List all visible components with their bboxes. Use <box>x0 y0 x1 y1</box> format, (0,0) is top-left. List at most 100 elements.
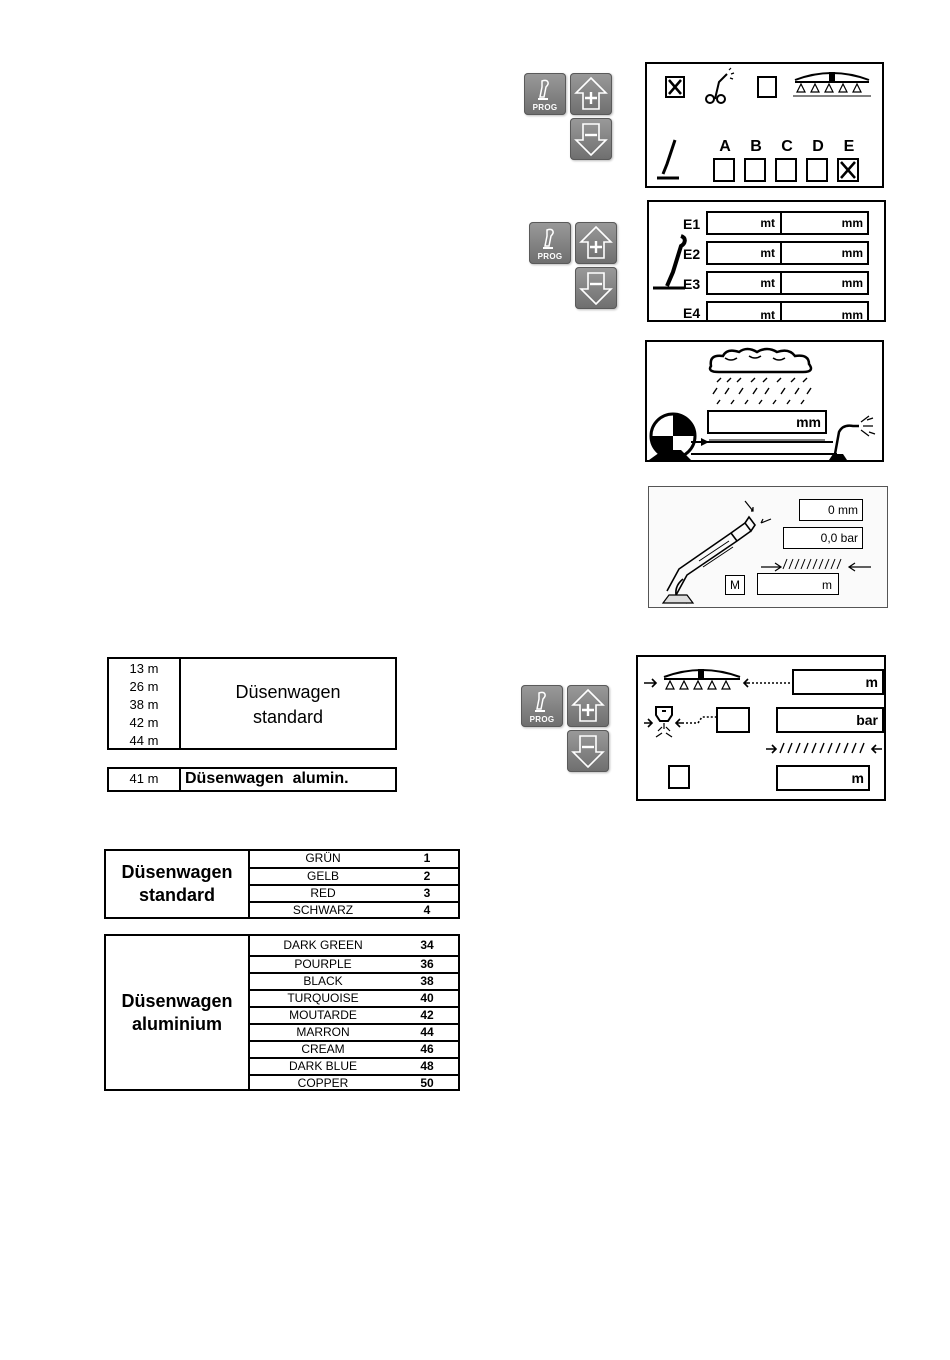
unit-mm: mm <box>796 414 821 430</box>
up-plus-button[interactable] <box>567 685 609 727</box>
nozzle-value-field[interactable]: 0 mm <box>799 499 863 521</box>
mode-button[interactable]: M <box>725 575 745 595</box>
rain-value-field[interactable]: mm <box>707 410 827 434</box>
prog-button[interactable]: PROG <box>521 685 563 727</box>
length-44: 44 m <box>129 733 159 748</box>
table-row: GELB 2 <box>250 869 458 886</box>
gun-icon <box>538 79 549 100</box>
width-value-field[interactable]: m <box>757 573 839 595</box>
length-38: 38 m <box>129 697 159 712</box>
color-name: GRÜN <box>305 851 341 865</box>
up-plus-button[interactable] <box>575 222 617 264</box>
spray-width-icon <box>766 742 882 754</box>
pressure-field[interactable]: bar <box>776 707 884 733</box>
screen-rain-hose: mm <box>645 340 884 462</box>
unit-mm: mm <box>841 246 863 260</box>
section-letter-e: E <box>843 138 855 155</box>
screen-nozzle-settings: 0 mm 0,0 bar M m <box>648 486 888 608</box>
gun-icon <box>535 691 546 712</box>
section-letter-a: A <box>719 138 731 155</box>
color-name: GELB <box>306 869 339 883</box>
color-code: 40 <box>420 991 434 1005</box>
plus-arrow-up-icon <box>579 225 613 259</box>
pressure-unit: bar <box>856 712 878 728</box>
boom-alu-table: 41 m Düsenwagen alumin. <box>107 767 397 792</box>
color-code: 38 <box>420 974 434 988</box>
down-minus-button[interactable] <box>575 267 617 309</box>
table-row: RED 3 <box>250 886 458 903</box>
table-row: COPPER 50 <box>250 1076 458 1091</box>
nozzle-count-field[interactable] <box>716 707 750 733</box>
pressure-value: 0,0 bar <box>820 531 858 545</box>
boom-width-icon <box>644 669 792 690</box>
row-field-e1[interactable]: mt mm <box>706 211 869 235</box>
color-name: MOUTARDE <box>289 1008 357 1022</box>
pressure-value-field[interactable]: 0,0 bar <box>783 527 863 549</box>
row-field-e3[interactable]: mt mm <box>706 271 869 295</box>
unit-mm: mm <box>841 308 863 322</box>
table-row: POURPLE 36 <box>250 957 458 974</box>
hose-reel-to-nozzle-icon <box>649 412 876 460</box>
color-name: DARK GREEN <box>283 938 363 952</box>
boom-type-name-line2: standard <box>252 707 324 727</box>
table-row: CREAM 46 <box>250 1042 458 1059</box>
boom-width-unit: m <box>865 674 878 690</box>
color-code: 2 <box>423 869 431 883</box>
cross-icon <box>840 161 856 179</box>
color-name: CREAM <box>301 1042 345 1056</box>
prog-button[interactable]: PROG <box>529 222 571 264</box>
aluminium-name-line1: Düsenwagen <box>121 991 233 1011</box>
section-box-d[interactable] <box>806 158 828 182</box>
row-field-e4[interactable]: mt mm <box>706 301 869 322</box>
checkbox-empty[interactable] <box>757 76 777 98</box>
row-label-e2: E2 <box>683 246 701 262</box>
spray-gun-diagram-icon <box>661 500 772 604</box>
rain-cloud-icon <box>708 347 813 405</box>
down-minus-button[interactable] <box>567 730 609 772</box>
section-box-c[interactable] <box>775 158 797 182</box>
checkbox-empty[interactable] <box>668 765 690 789</box>
prog-button[interactable]: PROG <box>524 73 566 115</box>
prog-label: PROG <box>537 252 563 261</box>
color-code: 3 <box>423 886 431 900</box>
color-code: 44 <box>420 1025 434 1039</box>
checkbox-checked[interactable] <box>665 76 685 98</box>
unit-mt: mt <box>760 246 775 260</box>
plus-arrow-up-icon <box>574 76 608 110</box>
boom-sprayer-icon <box>793 72 871 97</box>
table-row: DARK BLUE 48 <box>250 1059 458 1076</box>
up-plus-button[interactable] <box>570 73 612 115</box>
section-letter-b: B <box>750 138 762 155</box>
screen-boom-pressure: m bar m <box>636 655 886 801</box>
section-box-a[interactable] <box>713 158 735 182</box>
color-code: 50 <box>420 1076 434 1090</box>
screen-boom-sections: A B C D E <box>645 62 884 188</box>
section-box-b[interactable] <box>744 158 766 182</box>
spray-width-field[interactable]: m <box>776 765 870 791</box>
row-field-e2[interactable]: mt mm <box>706 241 869 265</box>
alu-length: 41 m <box>129 771 159 786</box>
color-table-aluminium: Düsenwagen aluminium DARK GREEN 34 POURP… <box>104 934 460 1091</box>
section-box-e[interactable] <box>837 158 859 182</box>
boom-type-name-line1: Düsenwagen <box>235 682 341 702</box>
spray-width-icon <box>761 558 871 572</box>
section-letter-c: C <box>781 138 793 155</box>
screen-hose-lengths: E1 mt mm E2 mt mm E3 mt mm E4 mt mm <box>647 200 886 322</box>
plus-arrow-up-icon <box>571 688 605 722</box>
color-name: SCHWARZ <box>292 903 354 917</box>
prog-label: PROG <box>532 103 558 112</box>
minus-arrow-down-icon <box>579 272 613 306</box>
boom-length-table: 13 m 26 m 38 m 42 m 44 m Düsenwagen stan… <box>107 657 397 750</box>
color-code: 48 <box>420 1059 434 1073</box>
table-row: DARK GREEN 34 <box>250 936 458 957</box>
length-26: 26 m <box>129 679 159 694</box>
down-minus-button[interactable] <box>570 118 612 160</box>
length-13: 13 m <box>129 661 159 676</box>
standard-name-line2: standard <box>138 885 216 905</box>
color-name: COPPER <box>297 1076 349 1090</box>
gun-icon <box>543 228 554 249</box>
spray-gun-icon <box>653 234 687 290</box>
boom-width-field[interactable]: m <box>792 669 884 695</box>
unit-mm: mm <box>841 276 863 290</box>
color-name: POURPLE <box>294 957 352 971</box>
